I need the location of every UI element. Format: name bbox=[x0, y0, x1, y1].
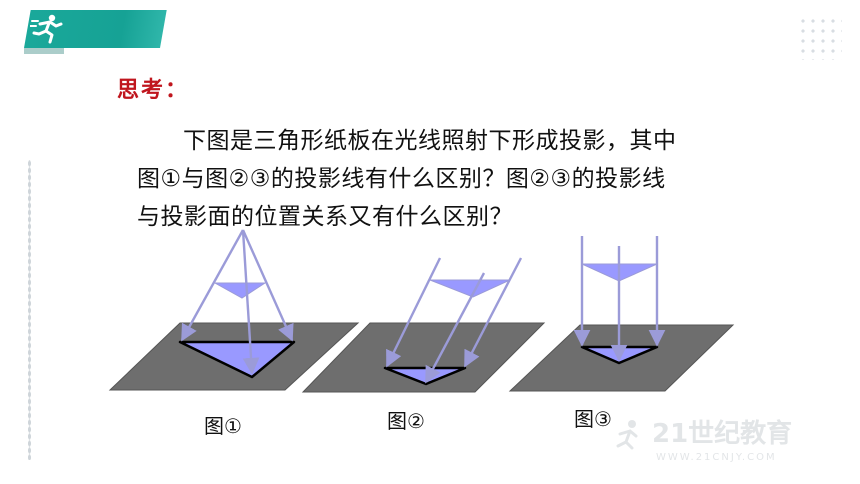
figure-2-caption: 图② bbox=[387, 409, 425, 433]
figure-1-paper-triangle bbox=[213, 282, 267, 299]
figure-1-caption: 图① bbox=[204, 414, 242, 438]
figure-2-paper-triangle bbox=[429, 279, 511, 298]
header-badge-shadow bbox=[24, 48, 64, 54]
figure-2-ray-1 bbox=[385, 257, 442, 368]
paragraph-line-3: 与投影面的位置关系又有什么区别？ bbox=[137, 204, 513, 230]
figure-1-ray-left bbox=[180, 229, 245, 342]
watermark-brand-text: 21世纪教育 bbox=[652, 418, 792, 449]
running-person-icon bbox=[30, 14, 63, 44]
figure-1-ray-middle bbox=[241, 229, 260, 375]
corner-dot-pattern bbox=[798, 16, 842, 60]
figure-1-ray-right bbox=[241, 229, 294, 342]
question-paragraph: 下图是三角形纸板在光线照射下形成投影，其中 图①与图②③的投影线有什么区别？图②… bbox=[137, 122, 737, 236]
figure-2-shadow bbox=[383, 366, 467, 386]
figure-3-orthographic-projection bbox=[508, 236, 735, 392]
figure-1-shadow bbox=[178, 340, 296, 379]
figure-1-central-projection bbox=[108, 229, 360, 391]
heading: 思考： bbox=[117, 78, 190, 103]
figure-3-caption: 图③ bbox=[574, 407, 612, 431]
paragraph-line-2: 图①与图②③的投影线有什么区别？图②③的投影线 bbox=[137, 166, 666, 192]
paragraph-line-1: 下图是三角形纸板在光线照射下形成投影，其中 bbox=[183, 128, 677, 154]
figure-2-oblique-projection bbox=[301, 257, 546, 393]
watermark-url-text: WWW.21CNJY.COM bbox=[656, 452, 777, 463]
left-dot-rule bbox=[28, 160, 31, 460]
brand-watermark-logo: 21世纪教育 WWW.21CNJY.COM bbox=[616, 418, 792, 463]
figure-2-ray-3 bbox=[463, 257, 523, 368]
figure-2-ray-2 bbox=[424, 272, 486, 384]
